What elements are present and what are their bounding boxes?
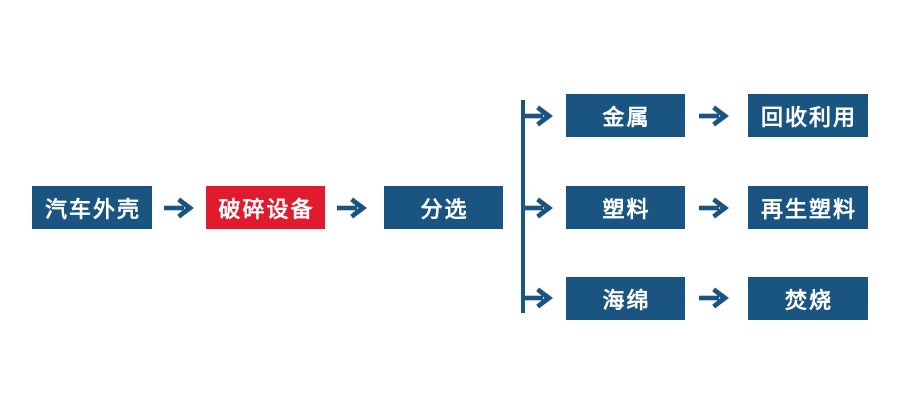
node-sponge: 海绵 [566,277,685,320]
node-crushing-equipment: 破碎设备 [206,186,325,229]
arrow-right-icon [337,197,367,219]
node-metal: 金属 [566,94,685,137]
arrow-right-icon [523,287,553,309]
arrow-right-icon [699,287,729,309]
arrow-right-icon [699,105,729,127]
node-car-shell: 汽车外壳 [32,186,152,229]
node-plastic: 塑料 [566,186,685,229]
node-incineration: 焚烧 [748,277,868,320]
node-recycled-plastic: 再生塑料 [748,186,868,229]
arrow-right-icon [699,197,729,219]
node-sorting: 分选 [384,186,503,229]
arrow-right-icon [164,197,194,219]
arrow-right-icon [523,105,553,127]
node-recycle-reuse: 回收利用 [748,94,868,137]
arrow-right-icon [523,197,553,219]
